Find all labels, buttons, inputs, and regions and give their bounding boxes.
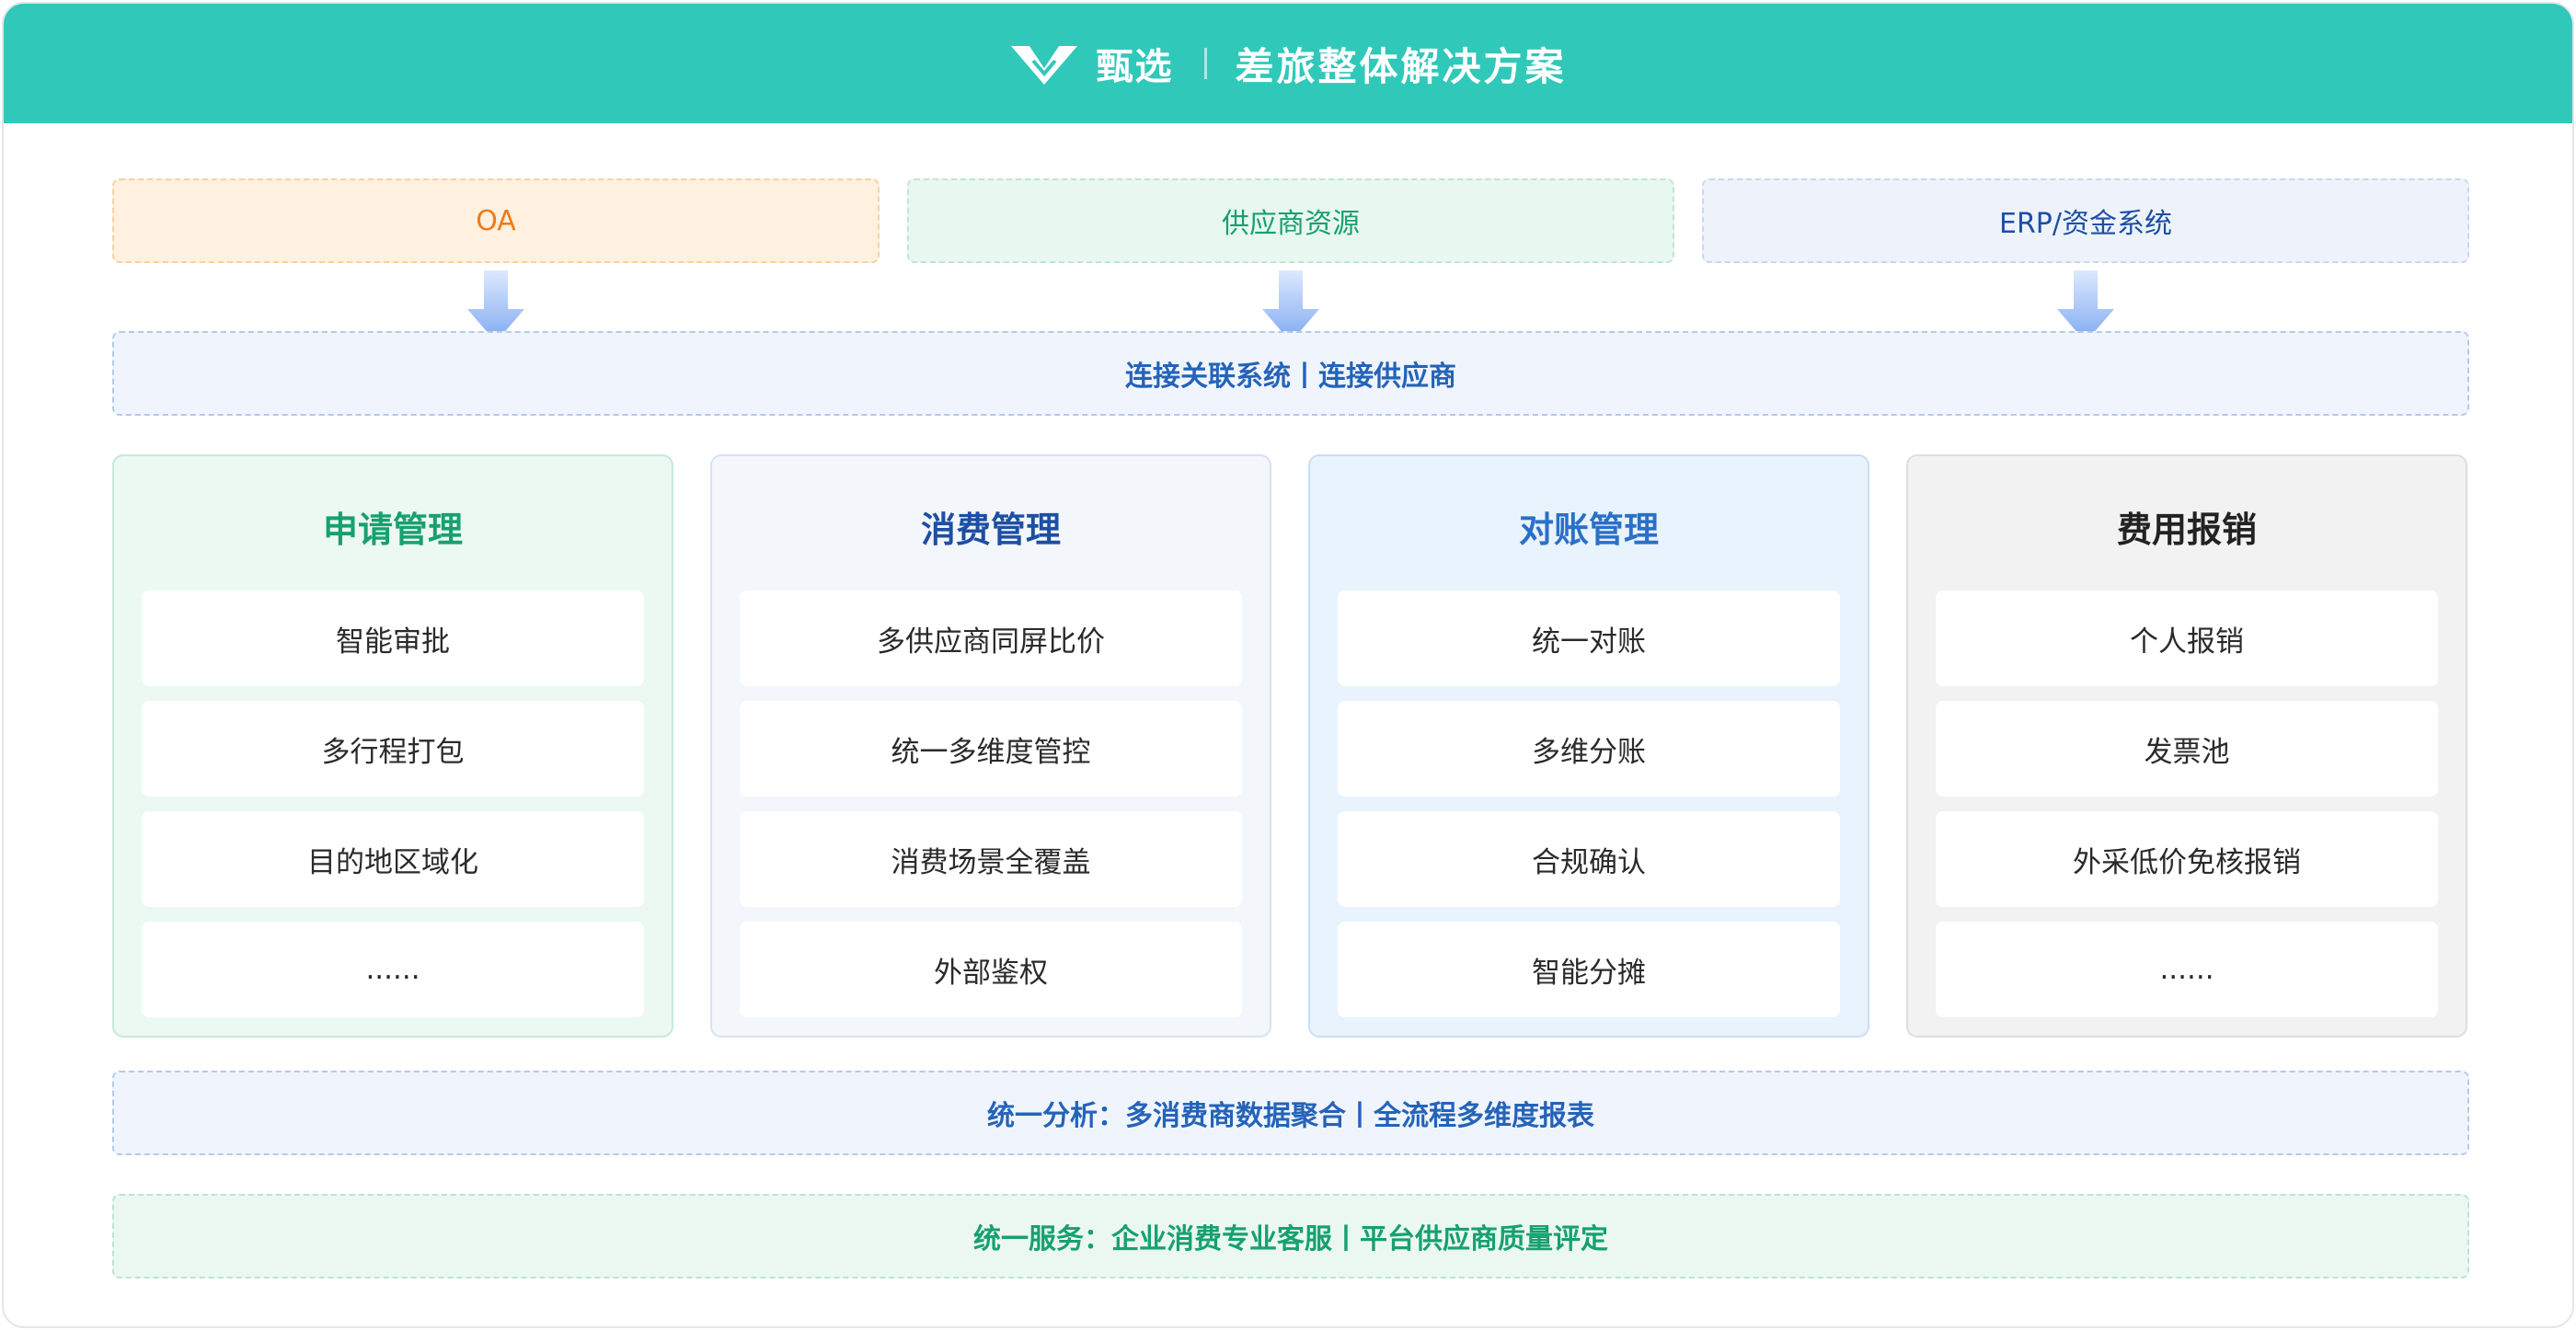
module-expense: 费用报销 个人报销 发票池 外采低价免核报销 ...... [1906, 454, 2467, 1038]
header: 甄选 差旅整体解决方案 [4, 4, 2572, 123]
module-title: 对账管理 [1518, 509, 1659, 550]
module-item: 统一对账 [1338, 590, 1840, 686]
module-item: 智能审批 [142, 590, 644, 686]
module-item: 外部鉴权 [740, 922, 1242, 1017]
module-item: 智能分摊 [1338, 922, 1840, 1017]
source-supplier: 供应商资源 [907, 178, 1674, 263]
source-erp: ERP/资金系统 [1702, 178, 2469, 263]
checkmark-logo-icon [1011, 46, 1078, 85]
module-item: 个人报销 [1936, 590, 2438, 686]
module-item: ...... [142, 922, 644, 1017]
module-item: 外采低价免核报销 [1936, 811, 2438, 907]
module-item: 多行程打包 [142, 701, 644, 797]
source-oa: OA [112, 178, 880, 263]
brand-name: 甄选 [1096, 46, 1174, 88]
header-divider [1204, 48, 1208, 79]
analysis-bar: 统一分析：多消费商数据聚合丨全流程多维度报表 [112, 1071, 2469, 1155]
module-item: 目的地区域化 [142, 811, 644, 907]
module-item: 统一多维度管控 [740, 701, 1242, 797]
down-arrow-icon [2057, 270, 2114, 342]
module-apply: 申请管理 智能审批 多行程打包 目的地区域化 ...... [112, 454, 673, 1038]
module-item: 消费场景全覆盖 [740, 811, 1242, 907]
service-bar: 统一服务：企业消费专业客服丨平台供应商质量评定 [112, 1194, 2469, 1278]
module-item: 多维分账 [1338, 701, 1840, 797]
module-title: 消费管理 [920, 509, 1061, 550]
brand: 甄选 [1009, 37, 1173, 90]
module-title: 费用报销 [2116, 509, 2257, 550]
down-arrow-icon [467, 270, 524, 342]
page-title: 差旅整体解决方案 [1235, 43, 1567, 89]
module-reconciliation: 对账管理 统一对账 多维分账 合规确认 智能分摊 [1308, 454, 1869, 1038]
module-item: 合规确认 [1338, 811, 1840, 907]
module-title: 申请管理 [322, 509, 463, 550]
module-spend: 消费管理 多供应商同屏比价 统一多维度管控 消费场景全覆盖 外部鉴权 [710, 454, 1271, 1038]
connect-bar: 连接关联系统丨连接供应商 [112, 331, 2469, 416]
module-item: 多供应商同屏比价 [740, 590, 1242, 686]
down-arrow-icon [1262, 270, 1319, 342]
module-item: 发票池 [1936, 701, 2438, 797]
module-item: ...... [1936, 922, 2438, 1017]
